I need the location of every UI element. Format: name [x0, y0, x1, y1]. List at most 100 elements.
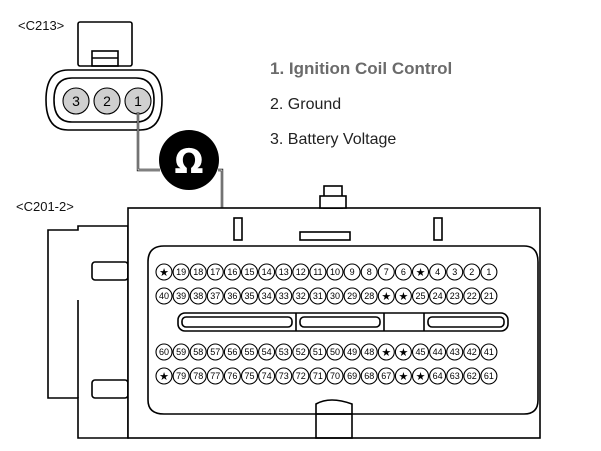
c201-pin-61-label: 61: [484, 371, 494, 381]
c201-pin-blank-label: ★: [381, 347, 391, 359]
c201-pin-53-outline: [275, 343, 293, 361]
c201-pin-70-outline: [326, 367, 344, 385]
c201-pin-55-label: 55: [244, 347, 254, 357]
c201-pin-44-outline: [429, 343, 447, 361]
c201-pin-70: 70: [326, 367, 344, 385]
c201-pin-blank: ★: [377, 343, 395, 361]
c201-2-label: <C201-2>: [16, 199, 74, 214]
c201-pin-25-outline: [411, 287, 430, 305]
c201-pin-8: 8: [360, 263, 378, 281]
c201-pin-48-outline: [360, 343, 378, 361]
c201-pin-54: 54: [258, 343, 276, 361]
c201-pin-50: 50: [326, 343, 344, 361]
c201-pin-75-outline: [240, 367, 259, 385]
c201-pin-67: 67: [377, 367, 395, 385]
c201-pin-68-outline: [360, 367, 378, 385]
c201-pin-78-outline: [189, 367, 207, 385]
c201-pin-6: 6: [394, 263, 412, 281]
c201-pin-43-label: 43: [450, 347, 460, 357]
c201-pin-69-label: 69: [347, 371, 357, 381]
c201-pin-12-label: 12: [296, 267, 306, 277]
c201-pin-30-outline: [326, 287, 344, 305]
c201-pin-62-label: 62: [467, 371, 477, 381]
c201-pin-12: 12: [292, 263, 310, 281]
c201-pin-67-outline: [377, 367, 395, 385]
c201-pin-60: 60: [155, 343, 173, 361]
c201-pin-59-label: 59: [176, 347, 186, 357]
c201-pin-21-label: 21: [484, 291, 494, 301]
c201-pin-43: 43: [446, 343, 464, 361]
c201-pin-22-outline: [463, 287, 481, 305]
c201-pin-51-label: 51: [313, 347, 323, 357]
c201-pin-78: 78: [189, 367, 207, 385]
c201-pin-15-label: 15: [244, 267, 254, 277]
legend-item-2: 2. Ground: [270, 96, 341, 113]
c201-pin-10-label: 10: [330, 267, 340, 277]
c201-pin-11-outline: [309, 263, 327, 281]
c201-pin-71-outline: [309, 367, 327, 385]
c201-pin-blank-outline: [411, 263, 430, 281]
c201-pin-2-outline: [463, 263, 481, 281]
c201-pin-13-outline: [275, 263, 293, 281]
c201-pin-31-label: 31: [313, 291, 323, 301]
c201-pin-64-outline: [429, 367, 447, 385]
c201-pin-68-label: 68: [364, 371, 374, 381]
c201-pin-50-label: 50: [330, 347, 340, 357]
c201-pin-10: 10: [326, 263, 344, 281]
c201-pin-37: 37: [206, 287, 224, 305]
c201-pin-blank-label: ★: [381, 291, 391, 303]
c213-pin-1: 1: [124, 87, 152, 115]
c201-pin-3-label: 3: [452, 267, 457, 277]
c201-pin-blank: ★: [394, 343, 412, 361]
c201-pin-29-outline: [343, 287, 361, 305]
c201-pin-2: 2: [463, 263, 481, 281]
c201-pin-blank-label: ★: [398, 291, 408, 303]
c201-pin-32-label: 32: [296, 291, 306, 301]
c201-pin-blank: ★: [394, 287, 412, 305]
c213-label: <C213>: [18, 18, 64, 33]
c201-pin-68: 68: [360, 367, 378, 385]
c201-pin-49: 49: [343, 343, 361, 361]
c201-center-slots: [177, 312, 509, 332]
c201-pin-blank: ★: [411, 367, 430, 385]
c201-pin-62-outline: [463, 367, 481, 385]
c201-pin-blank: ★: [155, 263, 173, 281]
c201-pin-39-label: 39: [176, 291, 186, 301]
c201-pin-77-label: 77: [210, 371, 220, 381]
c201-pin-7-label: 7: [384, 267, 389, 277]
c201-pin-52-outline: [292, 343, 310, 361]
c201-pin-75: 75: [240, 367, 259, 385]
c201-pin-39-outline: [172, 287, 190, 305]
c201-pin-25-label: 25: [415, 291, 425, 301]
c201-pin-54-label: 54: [262, 347, 272, 357]
c201-pin-3-outline: [446, 263, 464, 281]
c201-pin-42-outline: [463, 343, 481, 361]
c201-pin-76-label: 76: [227, 371, 237, 381]
c201-pin-1: 1: [480, 263, 498, 281]
c201-pin-6-outline: [394, 263, 412, 281]
c213-pin-3-label: 3: [72, 93, 80, 109]
c201-pin-21-outline: [480, 287, 498, 305]
c201-pin-41-outline: [480, 343, 498, 361]
c201-pin-24: 24: [429, 287, 447, 305]
c201-pin-77: 77: [206, 367, 224, 385]
c201-pin-19-outline: [172, 263, 190, 281]
c201-pin-18: 18: [189, 263, 207, 281]
c201-pin-59-outline: [172, 343, 190, 361]
ohmmeter: Ω: [159, 130, 219, 190]
c201-pin-37-label: 37: [210, 291, 220, 301]
c201-pin-8-outline: [360, 263, 378, 281]
c201-pin-64: 64: [429, 367, 447, 385]
c201-pin-24-outline: [429, 287, 447, 305]
c201-pin-28-label: 28: [364, 291, 374, 301]
c201-pin-24-label: 24: [433, 291, 443, 301]
c201-pin-76: 76: [223, 367, 241, 385]
c201-pin-61-outline: [480, 367, 498, 385]
c201-pin-57-outline: [206, 343, 224, 361]
c201-pin-50-outline: [326, 343, 344, 361]
c201-pin-52: 52: [292, 343, 310, 361]
c201-pin-34-outline: [258, 287, 276, 305]
